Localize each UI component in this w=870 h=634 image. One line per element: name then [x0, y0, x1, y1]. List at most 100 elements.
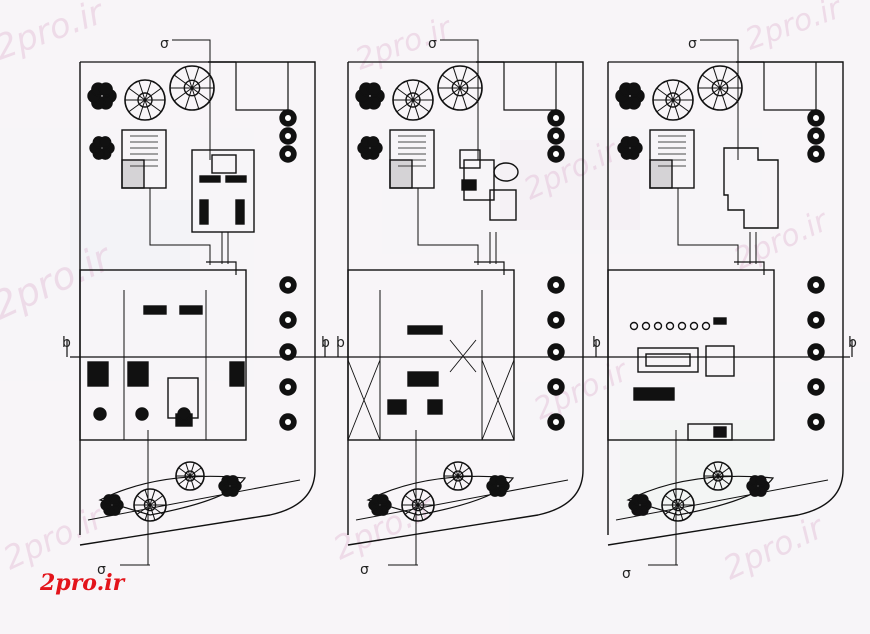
tree-icon	[175, 461, 205, 491]
tree-icon	[133, 488, 167, 522]
tree-icon	[547, 145, 565, 163]
section-mark-b: b	[848, 335, 857, 351]
tree-icon	[279, 276, 297, 294]
tree-icon	[279, 413, 297, 431]
section-mark-a: σ	[428, 36, 437, 52]
fixture	[177, 407, 191, 421]
section-mark-a: σ	[160, 36, 169, 52]
lower-block	[347, 269, 515, 441]
furniture	[87, 361, 109, 387]
tree-icon	[443, 461, 473, 491]
tree-icon	[807, 145, 825, 163]
tree-icon	[392, 79, 434, 121]
shrub-icon	[89, 136, 115, 160]
upper-unit	[723, 147, 779, 229]
tree-icon	[652, 79, 694, 121]
upper-unit	[459, 149, 481, 169]
tree-icon	[437, 65, 483, 111]
furniture	[235, 199, 245, 225]
tree-icon	[124, 79, 166, 121]
fixture	[641, 321, 651, 331]
shrub-icon	[617, 136, 643, 160]
furniture	[407, 371, 439, 387]
furniture	[229, 361, 245, 387]
furniture	[179, 305, 203, 315]
section-mark-a: σ	[97, 562, 106, 578]
furniture	[143, 305, 167, 315]
shrub-icon	[615, 82, 645, 110]
furniture	[199, 175, 221, 183]
tree-icon	[547, 276, 565, 294]
tree-icon	[807, 276, 825, 294]
tree-icon	[661, 488, 695, 522]
brand-logo[interactable]: 2pro.ir	[40, 570, 125, 596]
furniture	[633, 387, 675, 401]
tree-icon	[169, 65, 215, 111]
pool	[637, 347, 699, 373]
furniture	[225, 175, 247, 183]
furniture	[713, 426, 727, 438]
planting-island	[626, 461, 775, 522]
fixture	[689, 321, 699, 331]
tree-icon	[279, 311, 297, 329]
furniture	[427, 399, 443, 415]
tree-icon	[807, 127, 825, 145]
shrub-icon	[218, 475, 242, 497]
tree-icon	[547, 378, 565, 396]
tree-icon	[703, 461, 733, 491]
shrub-icon	[368, 494, 392, 516]
section-mark-b: b	[321, 335, 330, 351]
tree-icon	[279, 145, 297, 163]
section-mark-a: σ	[622, 566, 631, 582]
fixture	[677, 321, 687, 331]
shrub-icon	[355, 82, 385, 110]
section-mark-b: b	[336, 335, 345, 351]
fixture	[653, 321, 663, 331]
planting-island	[366, 461, 515, 522]
tree-icon	[807, 378, 825, 396]
tree-icon	[279, 127, 297, 145]
furniture	[387, 399, 407, 415]
section-mark-b: b	[592, 335, 601, 351]
shrub-icon	[357, 136, 383, 160]
fixture	[629, 321, 639, 331]
tree-icon	[279, 343, 297, 361]
tree-icon	[807, 343, 825, 361]
furniture	[199, 199, 209, 225]
section-mark-b: b	[62, 335, 71, 351]
fixture	[135, 407, 149, 421]
section-line-b	[66, 340, 853, 358]
tree-icon	[547, 413, 565, 431]
fixture	[93, 407, 107, 421]
upper-unit	[191, 149, 255, 233]
shrub-icon	[628, 494, 652, 516]
tree-icon	[807, 311, 825, 329]
shrub-icon	[746, 475, 770, 497]
tree-icon	[807, 413, 825, 431]
tree-icon	[807, 109, 825, 127]
tree-icon	[401, 488, 435, 522]
section-mark-a: σ	[688, 36, 697, 52]
planting-island	[98, 461, 247, 522]
tree-icon	[547, 311, 565, 329]
tree-icon	[547, 127, 565, 145]
shrub-icon	[87, 82, 117, 110]
plan-drawing	[79, 39, 316, 566]
furniture	[461, 179, 477, 191]
tree-icon	[547, 343, 565, 361]
plan-drawing	[347, 39, 584, 566]
section-mark-a: σ	[360, 562, 369, 578]
fixture	[701, 321, 711, 331]
furniture	[127, 361, 149, 387]
tree-icon	[279, 378, 297, 396]
plan-drawing	[607, 39, 844, 566]
lower-block	[79, 269, 247, 441]
shrub-icon	[486, 475, 510, 497]
fixture	[665, 321, 675, 331]
shrub-icon	[100, 494, 124, 516]
tree-icon	[279, 109, 297, 127]
tree-icon	[697, 65, 743, 111]
